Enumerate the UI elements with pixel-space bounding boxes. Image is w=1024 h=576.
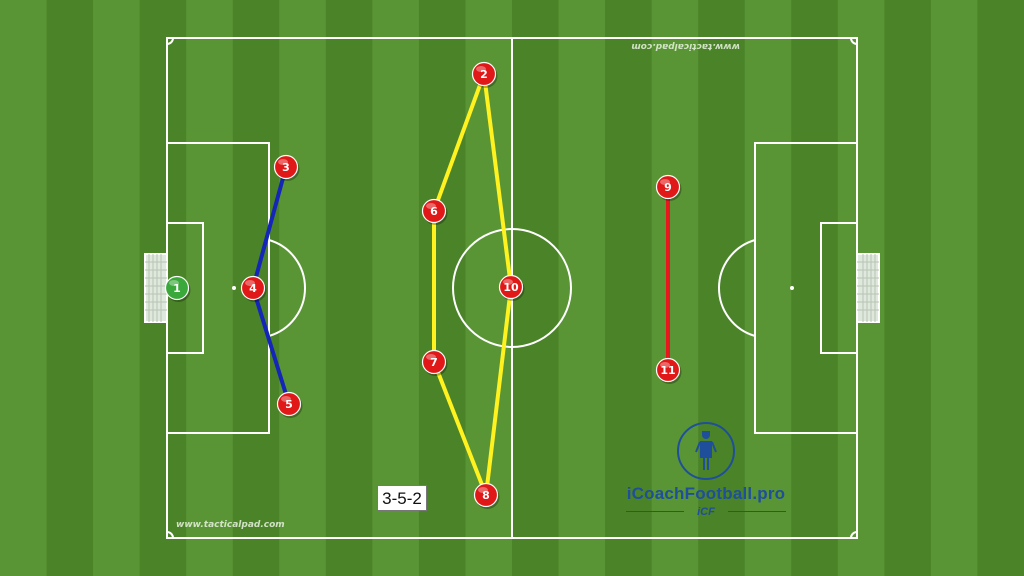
grass-stripe <box>93 0 141 576</box>
player-marker-11[interactable]: 11 <box>655 357 682 385</box>
center-circle <box>452 228 572 348</box>
player-highlight <box>660 179 670 185</box>
grass-stripe <box>418 0 466 576</box>
player-number: 10 <box>503 281 519 294</box>
left-penalty-spot <box>232 286 236 290</box>
grass-stripe <box>372 0 420 576</box>
grass-stripe <box>791 0 839 576</box>
watermark-bottom: www.tacticalpad.com <box>176 520 285 530</box>
player-disc <box>655 357 681 383</box>
brand-logo: iCoachFootball.pro iCF <box>616 418 796 518</box>
grass-stripe <box>744 0 792 576</box>
right-penalty-arc <box>718 239 756 337</box>
player-disc <box>473 482 499 508</box>
player-number: 11 <box>660 364 675 377</box>
grass-stripe <box>884 0 932 576</box>
player-disc <box>471 61 497 87</box>
grass-stripe <box>325 0 373 576</box>
player-marker-3[interactable]: 3 <box>273 154 300 182</box>
player-number: 6 <box>430 205 438 218</box>
player-marker-2[interactable]: 2 <box>471 61 498 89</box>
player-marker-6[interactable]: 6 <box>421 198 448 226</box>
player-disc <box>655 174 681 200</box>
player-number: 1 <box>173 282 181 295</box>
player-highlight <box>478 487 488 493</box>
player-disc <box>273 154 299 180</box>
player-number: 9 <box>664 181 672 194</box>
players-layer: 1 2 3 4 5 6 7 8 9 10 11 <box>164 61 682 510</box>
corner-arc-tr <box>850 37 858 45</box>
player-number: 5 <box>285 398 293 411</box>
brand-name: iCoachFootball.pro <box>626 484 786 503</box>
player-highlight <box>281 396 291 402</box>
grass-stripe <box>698 0 746 576</box>
right-goal <box>856 253 880 323</box>
player-highlight <box>169 280 179 286</box>
grass-stripe <box>977 0 1024 576</box>
player-highlight <box>503 279 513 285</box>
player-disc <box>240 275 266 301</box>
player-disc <box>421 198 447 224</box>
player-number: 8 <box>482 489 490 502</box>
player-marker-10[interactable]: 10 <box>498 274 525 302</box>
player-marker-1[interactable]: 1 <box>164 275 191 303</box>
player-disc <box>421 349 447 375</box>
grass-stripe <box>46 0 94 576</box>
player-highlight <box>426 354 436 360</box>
formation-label: 3-5-2 <box>377 485 427 511</box>
corner-arc-br <box>850 531 858 539</box>
player-disc <box>164 275 190 301</box>
player-marker-5[interactable]: 5 <box>276 391 303 419</box>
player-highlight <box>660 362 670 368</box>
corner-arc-bl <box>166 531 174 539</box>
grass-stripe <box>930 0 978 576</box>
grass-stripe <box>651 0 699 576</box>
watermark-top: www.tacticalpad.com <box>631 41 740 51</box>
grass-stripe <box>605 0 653 576</box>
player-marker-4[interactable]: 4 <box>240 275 267 303</box>
player-highlight <box>426 203 436 209</box>
player-disc <box>276 391 302 417</box>
left-goal <box>144 253 168 323</box>
player-highlight <box>278 159 288 165</box>
grass-stripe <box>279 0 327 576</box>
player-number: 3 <box>282 161 290 174</box>
grass-stripe <box>0 0 48 576</box>
player-marker-8[interactable]: 8 <box>473 482 500 510</box>
left-penalty-arc <box>268 239 306 337</box>
player-number: 4 <box>249 282 257 295</box>
right-penalty-spot <box>790 286 794 290</box>
player-highlight <box>245 280 255 286</box>
grass-stripe <box>186 0 234 576</box>
player-marker-7[interactable]: 7 <box>421 349 448 377</box>
link-line-yellow <box>432 72 513 497</box>
brand-divider-right <box>728 511 786 512</box>
brand-divider-left <box>626 511 684 512</box>
player-highlight <box>476 66 486 72</box>
player-number: 7 <box>430 356 438 369</box>
player-disc <box>498 274 524 300</box>
player-number: 2 <box>480 68 488 81</box>
brand-abbreviation: iCF <box>697 506 715 518</box>
player-marker-9[interactable]: 9 <box>655 174 682 202</box>
coach-emblem-icon <box>677 422 735 480</box>
grass-stripe <box>558 0 606 576</box>
corner-arc-tl <box>166 37 174 45</box>
